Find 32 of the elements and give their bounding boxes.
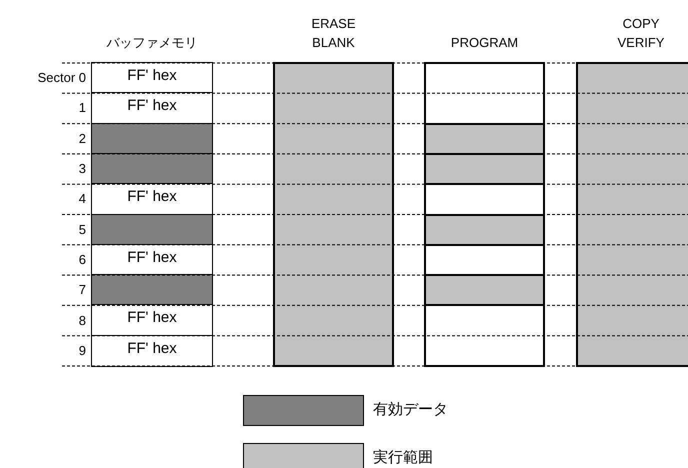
memory-cell: FF' hex — [91, 334, 213, 367]
column-heading: ERASE BLANK — [310, 15, 357, 52]
column-heading: バッファメモリ — [106, 34, 198, 52]
column-heading: COPY VERIFY — [616, 15, 666, 52]
sector-number: 3 — [78, 161, 86, 178]
memory-cell: FF' hex — [91, 62, 213, 94]
erase-column — [273, 62, 394, 367]
memory-cell — [91, 214, 213, 246]
sector-number: 5 — [78, 222, 86, 238]
legend-label: 実行範囲 — [373, 448, 433, 467]
memory-cell: FF' hex — [91, 304, 213, 337]
sector-number: 8 — [78, 312, 86, 329]
sector-number: Sector 0 — [38, 70, 86, 86]
program-cell — [424, 152, 545, 186]
memory-cell: FF' hex — [91, 183, 213, 216]
legend-label: 有効データ — [373, 400, 448, 419]
sector-number: 7 — [78, 282, 86, 298]
sector-number: 1 — [78, 100, 86, 116]
sector-number: 9 — [78, 342, 86, 359]
copy-column — [576, 62, 688, 367]
memory-cell — [91, 122, 213, 155]
program-cell — [424, 214, 545, 246]
memory-cell — [91, 274, 213, 306]
sector-number: 4 — [78, 191, 86, 208]
memory-cell: FF' hex — [91, 92, 213, 125]
memory-column — [91, 62, 213, 367]
program-cell — [424, 122, 545, 155]
sector-number: 6 — [78, 252, 86, 268]
program-cell — [424, 274, 545, 306]
column-heading: PROGRAM — [450, 34, 520, 52]
program-column — [424, 62, 545, 367]
sector-number: 2 — [78, 130, 86, 147]
